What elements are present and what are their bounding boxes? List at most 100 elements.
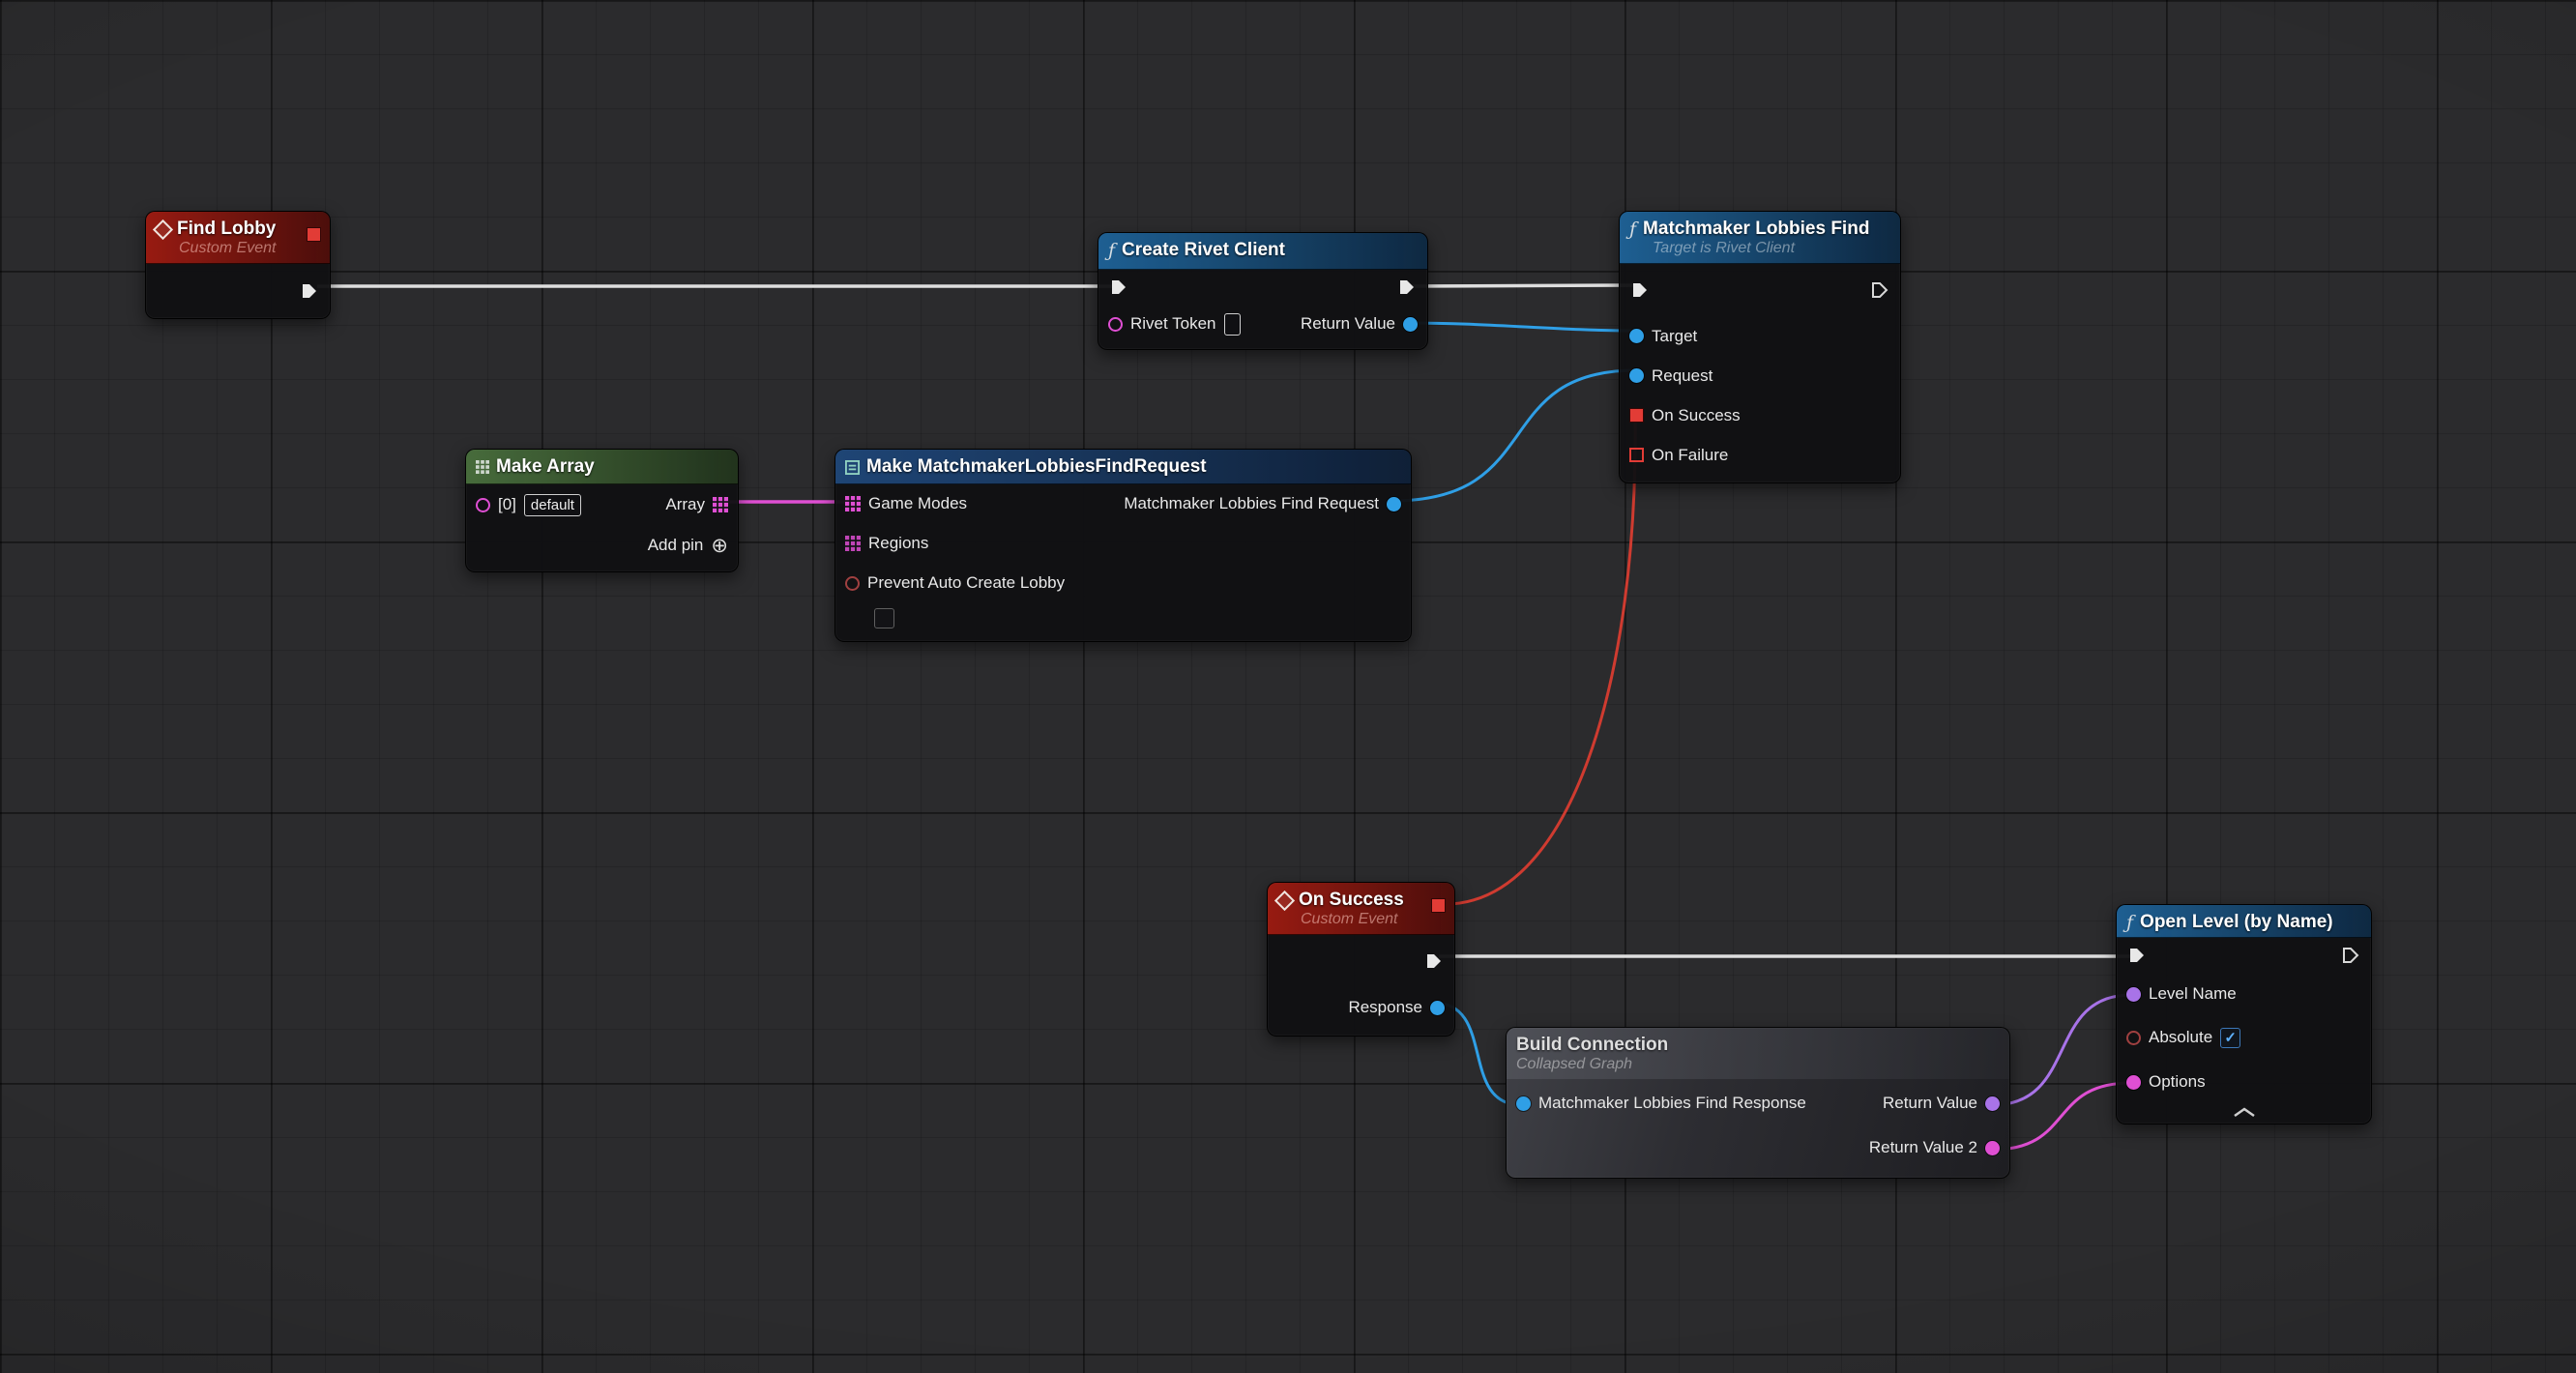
bc-return-value-2-label: Return Value 2 <box>1869 1138 1977 1157</box>
make-array-header: Make Array <box>466 450 738 484</box>
regions-label: Regions <box>868 534 928 553</box>
rivet-token-input[interactable] <box>1224 313 1241 336</box>
exec-in-pin[interactable] <box>1108 277 1129 298</box>
node-on-success-event[interactable]: On Success Custom Event Response <box>1267 882 1455 1037</box>
absolute-pin[interactable] <box>2126 1031 2141 1045</box>
on-success-label: On Success <box>1652 406 1741 425</box>
node-open-level[interactable]: ƒ Open Level (by Name) Level Name Absolu… <box>2116 904 2372 1125</box>
exec-out-pin[interactable] <box>1423 950 1445 972</box>
options-row: Options <box>2117 1060 2371 1104</box>
on-success-exec-row <box>1268 935 1454 987</box>
make-array-title: Make Array <box>496 456 595 478</box>
game-modes-label: Game Modes <box>868 494 967 513</box>
target-label: Target <box>1652 327 1697 346</box>
prevent-checkbox-row <box>835 602 1411 641</box>
node-make-matchmakerlobbiesfindrequest[interactable]: Make MatchmakerLobbiesFindRequest Game M… <box>834 449 1412 642</box>
absolute-checkbox[interactable]: ✓ <box>2220 1028 2240 1048</box>
game-modes-pin[interactable] <box>845 496 861 511</box>
level-name-pin[interactable] <box>2126 987 2141 1002</box>
rivet-token-label: Rivet Token <box>1130 314 1216 334</box>
build-connection-subtitle: Collapsed Graph <box>1516 1056 1998 1073</box>
on-success-delegate-out-pin[interactable] <box>1431 898 1446 913</box>
target-pin[interactable] <box>1629 329 1644 343</box>
open-level-header: ƒ Open Level (by Name) <box>2117 905 2371 938</box>
array-element-pin[interactable] <box>476 498 490 512</box>
array-element-input[interactable]: default <box>524 494 581 516</box>
response-pin[interactable] <box>1430 1001 1445 1015</box>
exec-out-pin[interactable] <box>2340 945 2361 966</box>
bc-return-value-label: Return Value <box>1883 1094 1977 1113</box>
bc-return-value-pin[interactable] <box>1985 1096 2000 1111</box>
exec-in-pin[interactable] <box>2126 945 2148 966</box>
exec-out-pin[interactable] <box>1396 277 1418 298</box>
prevent-auto-create-lobby-checkbox[interactable] <box>874 608 894 628</box>
request-label: Request <box>1652 366 1712 386</box>
on-failure-delegate-pin[interactable] <box>1629 448 1644 462</box>
add-pin-icon: ⊕ <box>711 536 728 556</box>
add-pin-label: Add pin <box>648 536 704 555</box>
on-failure-label: On Failure <box>1652 446 1728 465</box>
response-row: Response <box>1268 987 1454 1036</box>
node-build-connection[interactable]: Build Connection Collapsed Graph Matchma… <box>1506 1027 2010 1179</box>
add-pin-row: Add pin ⊕ <box>466 525 738 571</box>
function-icon: ƒ <box>2126 914 2133 932</box>
chevron-up-icon[interactable] <box>2232 1106 2257 1118</box>
return-value-pin[interactable] <box>1403 317 1418 332</box>
response-label: Response <box>1348 998 1422 1017</box>
options-pin[interactable] <box>2126 1075 2141 1090</box>
make-struct-icon <box>845 460 860 475</box>
level-name-row: Level Name <box>2117 973 2371 1015</box>
request-pin[interactable] <box>1629 368 1644 383</box>
build-connection-title: Build Connection <box>1516 1035 1668 1056</box>
prevent-auto-create-lobby-label: Prevent Auto Create Lobby <box>867 573 1065 593</box>
regions-pin[interactable] <box>845 536 861 551</box>
request-output-pin[interactable] <box>1387 497 1401 511</box>
bc-return-value-2-pin[interactable] <box>1985 1141 2000 1155</box>
find-lobby-subtitle: Custom Event <box>179 240 318 257</box>
array-output-label: Array <box>665 495 705 514</box>
wire-returnvalue2-to-options[interactable] <box>1992 1083 2131 1150</box>
node-create-rivet-client[interactable]: ƒ Create Rivet Client Rivet Token Return… <box>1098 232 1428 350</box>
function-icon: ƒ <box>1629 220 1636 239</box>
rivet-token-pin[interactable] <box>1108 317 1123 332</box>
matchmaker-response-pin[interactable] <box>1516 1096 1531 1111</box>
add-pin-button[interactable]: Add pin ⊕ <box>648 536 728 556</box>
matchmaker-response-label: Matchmaker Lobbies Find Response <box>1538 1094 1806 1113</box>
on-success-delegate-pin[interactable] <box>1629 408 1644 423</box>
build-connection-header: Build Connection Collapsed Graph <box>1507 1028 2009 1079</box>
custom-event-icon <box>153 219 173 239</box>
node-matchmaker-lobbies-find[interactable]: ƒ Matchmaker Lobbies Find Target is Rive… <box>1619 211 1901 483</box>
create-rivet-client-header: ƒ Create Rivet Client <box>1098 233 1427 270</box>
on-failure-pin-row: On Failure <box>1620 435 1900 482</box>
exec-in-pin[interactable] <box>1629 279 1651 301</box>
open-level-title: Open Level (by Name) <box>2140 912 2333 933</box>
matchmaker-lobbies-find-subtitle: Target is Rivet Client <box>1653 240 1888 257</box>
custom-event-icon <box>1274 890 1295 910</box>
options-label: Options <box>2149 1072 2206 1092</box>
exec-out-pin[interactable] <box>299 280 320 302</box>
wire-request-out-to-request-in[interactable] <box>1392 370 1636 501</box>
exec-out-pin[interactable] <box>1869 279 1890 301</box>
regions-row: Regions <box>835 523 1411 564</box>
game-modes-row: Game Modes Matchmaker Lobbies Find Reque… <box>835 484 1411 523</box>
on-success-header: On Success Custom Event <box>1268 883 1454 935</box>
function-icon: ƒ <box>1108 242 1115 260</box>
matchmaker-exec-row <box>1620 264 1900 316</box>
prevent-auto-create-lobby-pin[interactable] <box>845 576 860 591</box>
level-name-label: Level Name <box>2149 984 2237 1004</box>
wire-returnvalue-to-levelname[interactable] <box>1992 995 2131 1105</box>
wire-exec-createrivetclient-to-matchmakerlobbiesfind[interactable] <box>1408 285 1634 286</box>
request-pin-row: Request <box>1620 356 1900 395</box>
find-lobby-delegate-pin[interactable] <box>307 227 321 242</box>
build-connection-row-2: Return Value 2 <box>1507 1127 2009 1178</box>
make-array-pin-row: [0] default Array <box>466 484 738 525</box>
array-output-pin[interactable] <box>713 497 728 512</box>
node-find-lobby[interactable]: Find Lobby Custom Event <box>145 211 331 319</box>
node-make-array[interactable]: Make Array [0] default Array Add pin ⊕ <box>465 449 739 572</box>
wire-returnvalue-to-target[interactable] <box>1406 323 1636 331</box>
collapse-advanced-row <box>2117 1104 2371 1124</box>
matchmaker-lobbies-find-title: Matchmaker Lobbies Find <box>1643 219 1869 240</box>
open-level-exec-row <box>2117 938 2371 973</box>
absolute-row: Absolute ✓ <box>2117 1015 2371 1060</box>
